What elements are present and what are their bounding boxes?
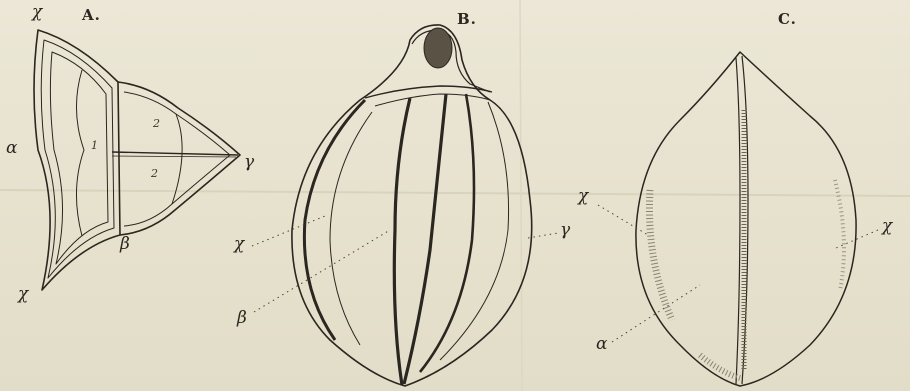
figure-a-large-locule-inner bbox=[50, 52, 108, 264]
figure-c-alpha-label: α bbox=[596, 336, 607, 353]
figure-b-chi-leader bbox=[252, 216, 325, 246]
figure-b-center-rib-1 bbox=[394, 98, 410, 385]
figure-b-beta-label: β bbox=[237, 310, 247, 327]
figure-c-drawing bbox=[636, 52, 856, 386]
figure-a-locule-1-label: 1 bbox=[91, 140, 98, 151]
figure-a-beta-label: β bbox=[120, 236, 130, 253]
figure-c-bottom-hatch bbox=[700, 355, 740, 378]
figure-a-partition-inner bbox=[112, 156, 236, 157]
figure-a-locule-2-lower-label: 2 bbox=[151, 168, 158, 179]
paper-fold-horizontal bbox=[0, 190, 910, 196]
figure-a-chi-top-label: χ bbox=[32, 4, 42, 21]
figure-a-locule-2-upper-label: 2 bbox=[153, 118, 160, 129]
figure-a-right-wing-inner bbox=[124, 92, 230, 226]
figure-a-title: A. bbox=[82, 6, 101, 24]
figure-c-chi-right-leader bbox=[836, 230, 878, 248]
figure-a-septum-wavy bbox=[76, 70, 84, 236]
figure-b-chi-label: χ bbox=[234, 236, 244, 253]
figure-b-beta-leader bbox=[254, 230, 390, 312]
figure-c-central-rib-2 bbox=[736, 58, 740, 384]
paper-fold-vertical bbox=[520, 0, 522, 391]
figure-c-chi-left-label: χ bbox=[578, 188, 588, 205]
figure-b-title: B. bbox=[457, 10, 477, 28]
figure-b-outline bbox=[292, 25, 532, 386]
figure-b-gamma-leader bbox=[528, 233, 558, 238]
figure-a-gamma-label: γ bbox=[244, 154, 254, 171]
figure-a-chi-bottom-label: χ bbox=[18, 286, 28, 303]
figure-b-left-thin bbox=[330, 112, 372, 345]
figure-c-chi-right-label: χ bbox=[882, 218, 892, 235]
figure-b-top-band-inner bbox=[375, 94, 490, 106]
figure-b-left-rib bbox=[304, 100, 365, 340]
figure-a-partition bbox=[112, 152, 238, 155]
figure-c-chi-left-leader bbox=[598, 205, 648, 235]
figure-c-left-hatch bbox=[649, 190, 672, 320]
figure-a-right-wing-outer bbox=[118, 82, 240, 235]
figure-a-large-locule-mid bbox=[41, 40, 114, 278]
figure-a-drawing bbox=[34, 30, 240, 290]
figure-b-leaders bbox=[252, 216, 558, 312]
figure-b-hatched-scar bbox=[424, 28, 452, 68]
figure-a-alpha-label: α bbox=[6, 140, 17, 157]
figure-c-central-rib bbox=[742, 56, 748, 384]
figure-c-title: C. bbox=[778, 10, 797, 28]
figure-b-drawing bbox=[292, 25, 532, 386]
figure-b-gamma-label: γ bbox=[560, 222, 570, 239]
